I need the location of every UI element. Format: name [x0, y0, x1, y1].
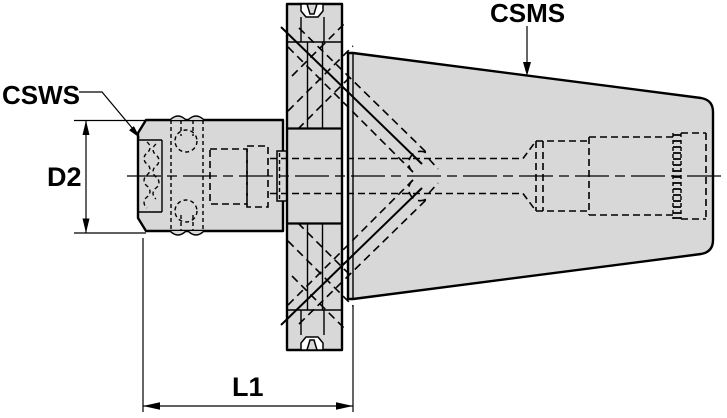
l1-label: L1 [232, 372, 264, 402]
flange-v-groove-top [300, 3, 325, 42]
serration-band [138, 139, 163, 213]
clamp-screw-bottom [169, 199, 205, 236]
l1-arrow-right [336, 402, 353, 410]
csws-leader-line [79, 91, 134, 130]
l1-arrow-left [143, 402, 160, 410]
d2-arrow-down [82, 218, 90, 233]
csms-arrowhead [523, 62, 531, 76]
csws-text: CSWS [2, 80, 80, 110]
dimension-l1: L1 [142, 238, 354, 412]
d2-label: D2 [47, 162, 82, 192]
csms-text: CSMS [490, 0, 565, 28]
cross-hole-diagonals [280, 23, 439, 329]
flange-v-groove-bottom [300, 310, 325, 351]
csws-arrowhead [129, 126, 140, 138]
d2-arrow-up [82, 120, 90, 135]
dimension-d2: D2 [47, 119, 146, 234]
clamp-screw-top [169, 115, 205, 231]
label-csms: CSMS [490, 0, 565, 76]
label-csws: CSWS [2, 80, 140, 138]
